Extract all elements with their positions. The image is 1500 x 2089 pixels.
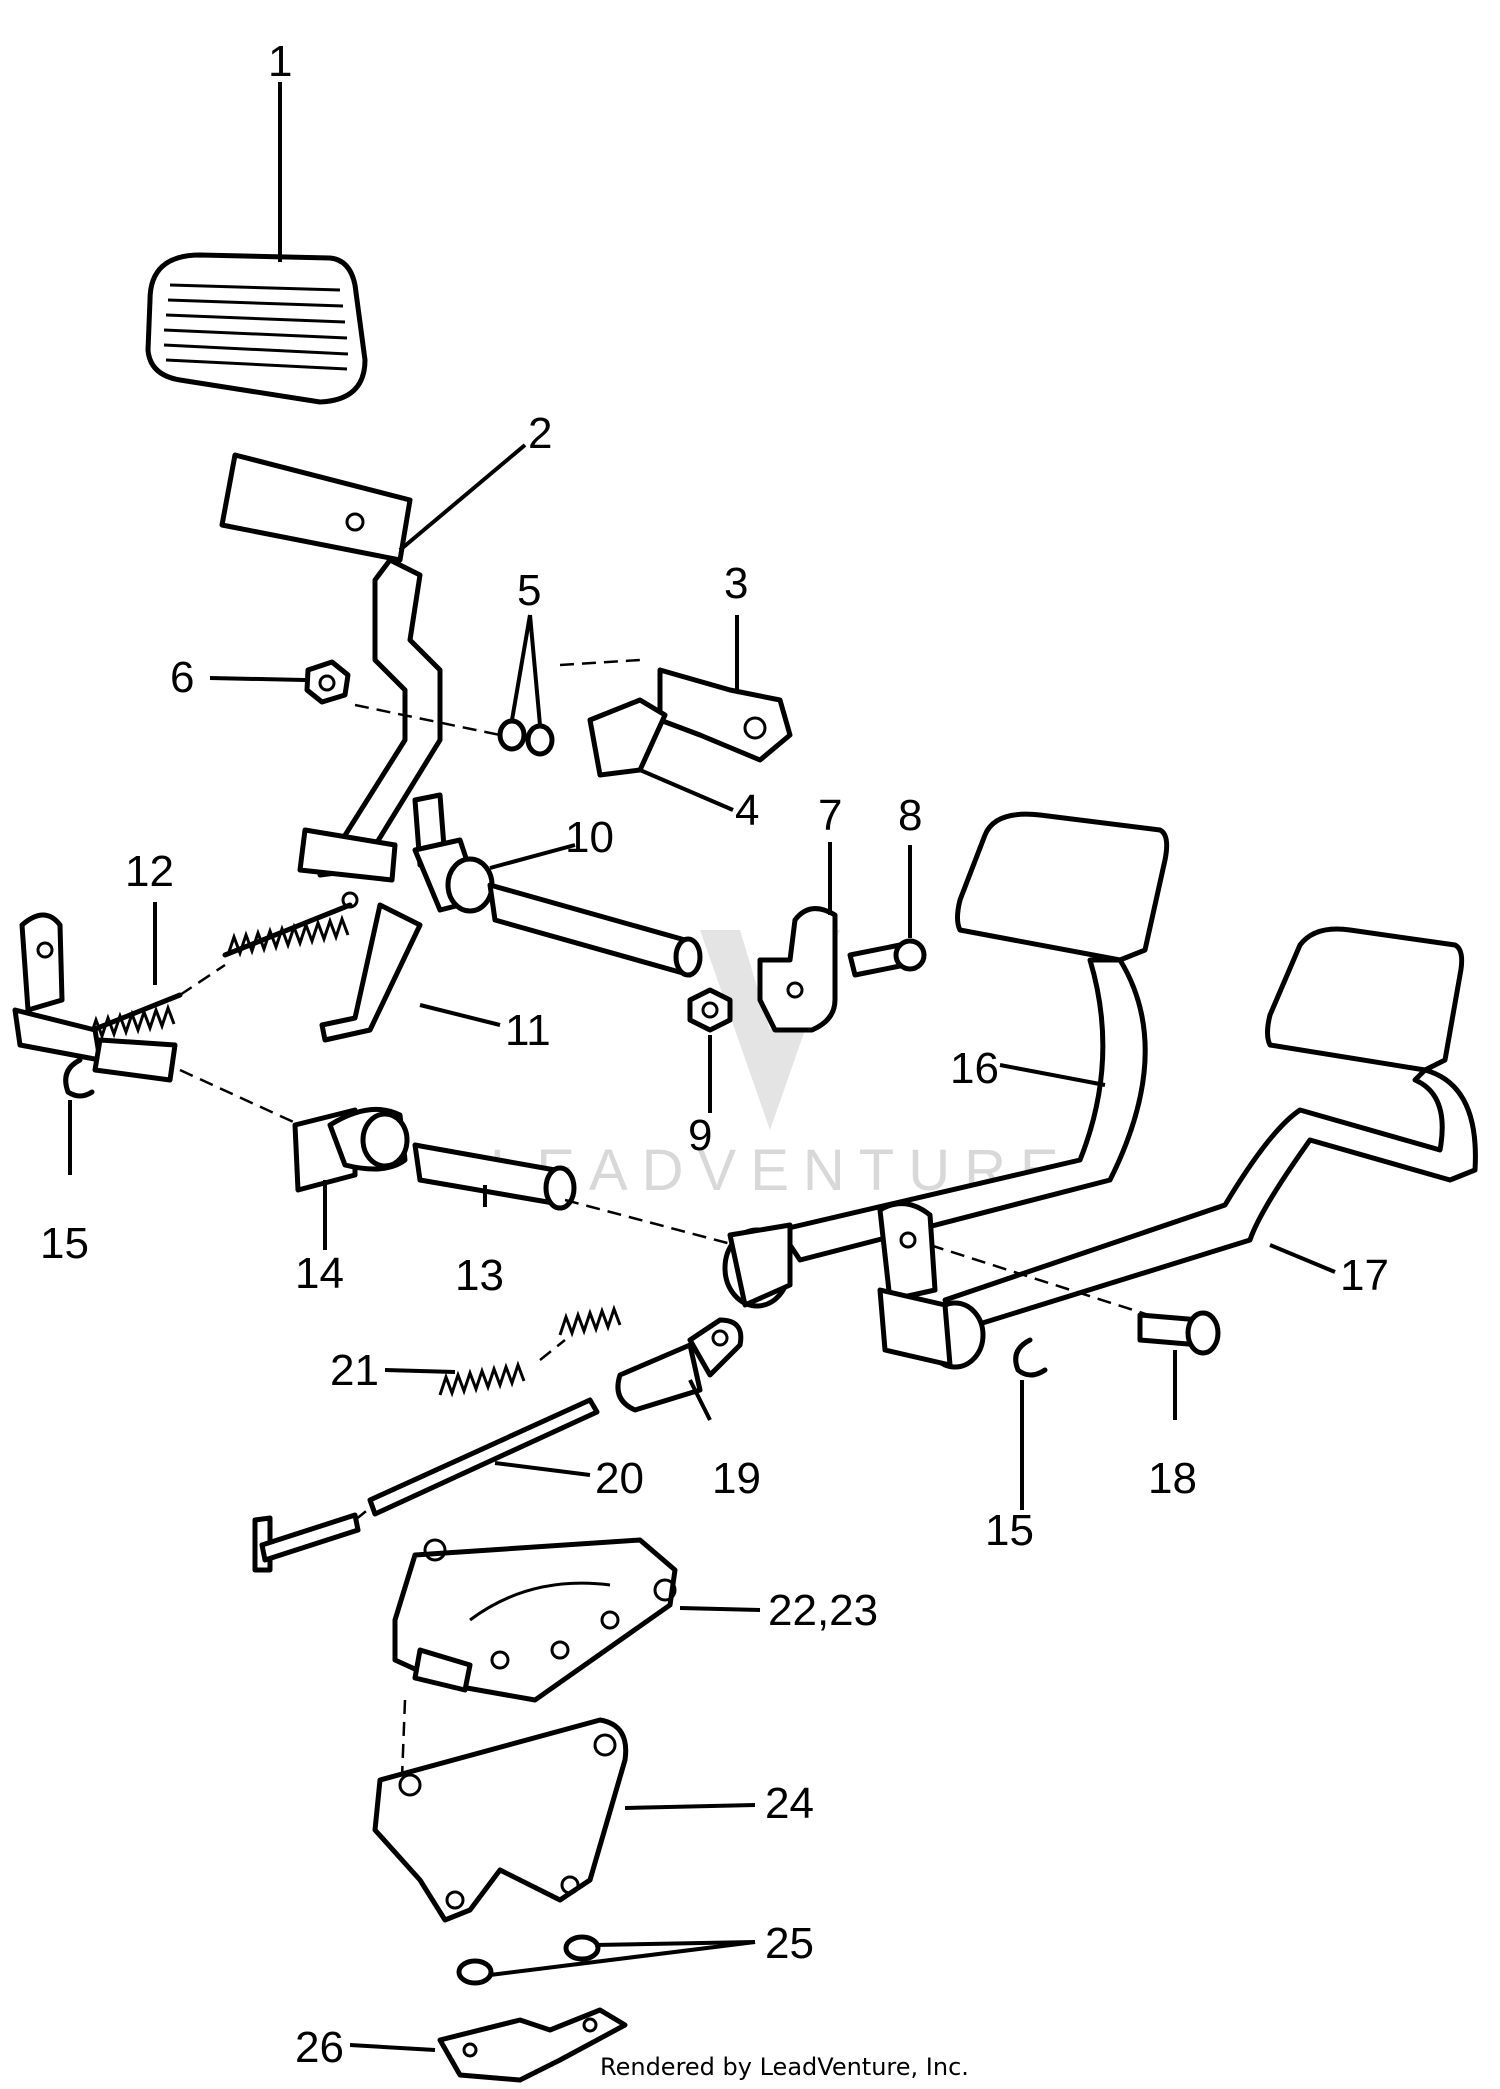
pedal-pad-part-1 — [145, 252, 368, 405]
shaft-part-13 — [412, 1142, 577, 1211]
pin-part-18 — [1137, 1310, 1221, 1356]
callout-2: 2 — [528, 409, 552, 458]
washers-part-25 — [456, 1934, 601, 1986]
e-clip-part-15 — [63, 1057, 95, 1099]
callout-labels: 1 2 3 4 5 6 7 8 9 10 11 12 13 14 15 15 1… — [40, 37, 1389, 2072]
rod-part-11 — [319, 902, 423, 1043]
callout-17: 17 — [1340, 1251, 1389, 1300]
brake-assembly-part-22-23 — [392, 1537, 678, 1703]
pivot-part-10 — [412, 792, 495, 914]
clutch-pedal-part-2 — [219, 452, 443, 883]
callout-9: 9 — [688, 1111, 712, 1160]
callout-16: 16 — [950, 1044, 999, 1093]
callout-12: 12 — [125, 847, 174, 896]
clamp-part-7 — [757, 906, 838, 1033]
callout-7: 7 — [818, 791, 842, 840]
nut-part-6 — [304, 659, 351, 705]
callout-15-right: 15 — [985, 1506, 1034, 1555]
callout-13: 13 — [455, 1251, 504, 1300]
callout-18: 18 — [1148, 1454, 1197, 1503]
spring-part-12 — [77, 891, 359, 1041]
callout-21: 21 — [330, 1346, 379, 1395]
shaft-upper — [487, 882, 703, 978]
footer-credit: Rendered by LeadVenture, Inc. — [600, 2053, 969, 2081]
callout-19: 19 — [712, 1454, 761, 1503]
callout-6: 6 — [170, 653, 194, 702]
bushing-bracket-part-14 — [292, 1106, 410, 1193]
lever-shaft-left — [12, 912, 178, 1083]
leader-lines — [68, 82, 1336, 2052]
latch-part-4 — [587, 697, 668, 778]
callout-11: 11 — [505, 1006, 551, 1055]
callout-20: 20 — [595, 1454, 644, 1503]
callout-3: 3 — [724, 559, 748, 608]
callout-15-left: 15 — [40, 1219, 89, 1268]
callout-10: 10 — [565, 813, 614, 862]
callout-1: 1 — [268, 37, 292, 86]
callout-24: 24 — [765, 1779, 814, 1828]
callout-14: 14 — [295, 1249, 344, 1298]
callout-4: 4 — [735, 786, 759, 835]
callout-5: 5 — [517, 566, 541, 615]
mounting-bracket-part-24 — [372, 1717, 629, 1923]
washers-part-5 — [497, 718, 555, 757]
rod-part-20 — [252, 1397, 600, 1573]
bolt-part-8 — [847, 938, 927, 978]
brake-pedal-part-17 — [877, 926, 1478, 1370]
callout-26: 26 — [295, 2023, 344, 2072]
callout-22-23: 22,23 — [768, 1586, 878, 1635]
callout-8: 8 — [898, 791, 922, 840]
nut-part-9 — [687, 987, 733, 1033]
bracket-part-3 — [657, 667, 793, 763]
callout-25: 25 — [765, 1919, 814, 1968]
brake-pedal-part-16 — [722, 811, 1170, 1309]
clevis-part-19 — [615, 1317, 744, 1413]
base-plate-part-26 — [437, 2007, 628, 2083]
spring-part-21 — [438, 1304, 622, 1398]
e-clip-part-15b — [1013, 1337, 1048, 1378]
